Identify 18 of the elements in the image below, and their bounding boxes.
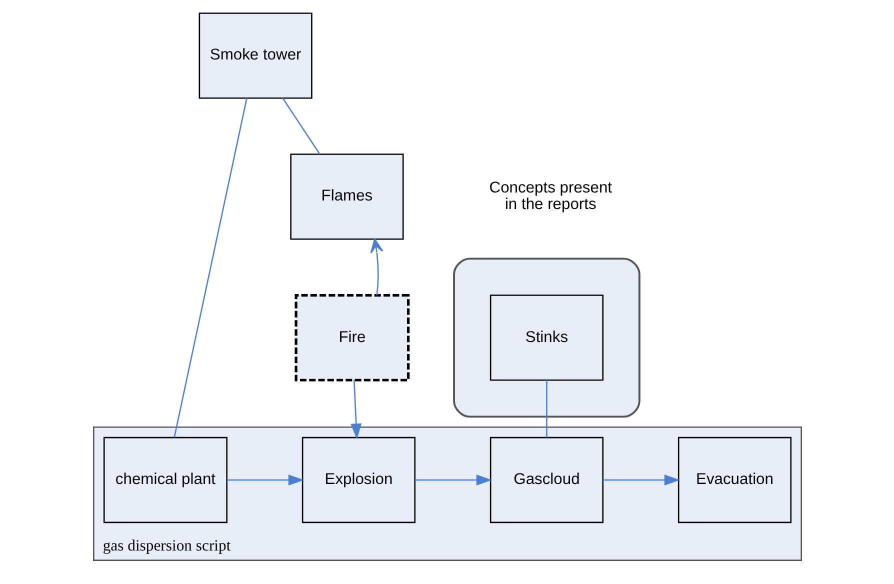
arrow — [602, 474, 680, 486]
arrow — [350, 380, 362, 440]
connector — [546, 380, 547, 438]
connector — [282, 98, 320, 154]
arrow — [414, 474, 492, 486]
node-box: Gascloud — [489, 436, 604, 524]
connector — [173, 98, 247, 438]
arrow — [226, 474, 304, 486]
label: Concepts present in the reports — [488, 179, 612, 214]
node-box: Flames — [290, 154, 404, 240]
node-box: Smoke tower — [198, 12, 312, 99]
cluster — [452, 258, 640, 418]
node-box: Evacuation — [677, 436, 792, 524]
node-box: Stinks — [489, 294, 604, 381]
arrow — [370, 238, 383, 296]
node-box: Explosion — [301, 436, 416, 524]
node-box: Fire — [294, 294, 410, 382]
node-box: chemical plant — [102, 436, 227, 524]
